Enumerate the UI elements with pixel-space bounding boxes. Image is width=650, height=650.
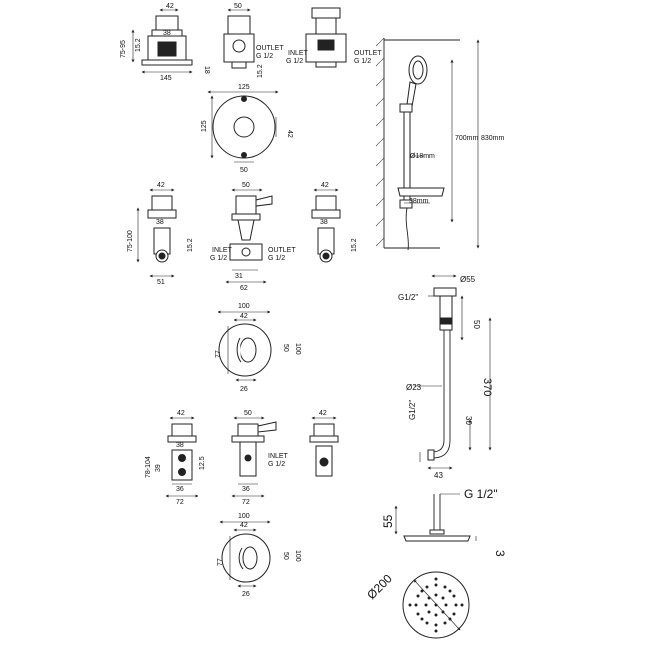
row1-right-outlet-label: OUTLET [354,50,382,57]
row2-valve-right: 42 38 15.2 [311,182,358,263]
dim-rail-length: 700mm [455,135,479,142]
dim-row1-left-depth: 18 [203,66,210,74]
row3-mid-inlet-size: G 1/2 [268,461,285,468]
row2-mid-outlet-label: OUTLET [268,247,296,254]
row3-mid-inlet-label: INLET [268,453,289,460]
dim-rail-shelf-depth: 38mm [409,198,429,205]
row3-valve-left: 42 38 78-104 39 12.5 36 72 [145,410,206,506]
dim-row3-left-side-inner: 39 [155,464,162,472]
dim-row2-left-inner: 38 [156,219,164,226]
dim-row3-left-right: 12.5 [199,456,206,470]
row2-mid-outlet-size: G 1/2 [268,255,285,262]
dim-arm-pipe-dia: Ø23 [406,383,422,392]
dim-plate-lever-right: 100 [294,343,301,355]
row1-valve-left: 42 38 75-95 15.2 145 18 [120,3,210,82]
dim-row2-right-inner: 38 [320,219,328,226]
row3-valve-mid: 50 INLET G 1/2 36 72 [231,410,289,506]
dim-rail-tube-dia: Ø18mm [410,153,435,160]
dim-row2-left-bottom: 51 [157,279,165,286]
row1-right-outlet-size: G 1/2 [354,58,371,65]
dim-plate-small-bottom: 26 [242,591,250,598]
dim-plate-round-bottom: 50 [240,167,248,174]
dim-row2-left-right: 15.2 [187,238,194,252]
dim-row3-left-top: 42 [177,410,185,417]
dim-row1-left-base: 145 [160,75,172,82]
dim-row2-right-top: 42 [321,182,329,189]
dim-plate-small-top: 100 [238,513,250,520]
dim-row3-left-inner: 38 [176,442,184,449]
row1-mid-outlet-label: OUTLET [256,45,284,52]
dim-plate-round-left: 125 [201,120,208,132]
row2-valve-left: 42 38 75-100 15.2 51 [127,182,194,286]
row2-mid-inlet-label: INLET [212,247,233,254]
dim-row2-mid-inner-bottom: 31 [235,273,243,280]
dim-arm-elbow-drop: 30 [464,416,473,425]
shower-arm: Ø55 G1/2" 50 Ø23 G1/2" 370 30 43 [398,274,493,480]
row1-valve-right: INLET G 1/2 OUTLET G 1/2 [286,7,382,68]
dim-plate-round-top: 125 [238,84,250,91]
shower-head: G 1/2" 55 3 [364,487,507,639]
row1-mid-outlet-size: G 1/2 [256,53,273,60]
dim-row3-left-side: 78-104 [145,456,152,478]
lever-plate: 100 42 77 50 100 26 [215,303,301,393]
dim-row3-mid-bottom: 72 [242,499,250,506]
dim-row3-mid-inner-bottom: 36 [242,486,250,493]
dim-plate-lever-inner-top: 42 [240,313,248,320]
dim-head-connector: 55 [381,514,395,528]
dim-row3-mid-top: 50 [244,410,252,417]
wall-hatch [375,37,385,247]
dim-plate-lever-right-inner: 50 [282,344,289,352]
row2-mid-inlet-size: G 1/2 [210,255,227,262]
dim-plate-lever-top: 100 [238,303,250,310]
dim-row3-right-top: 42 [319,410,327,417]
dim-row1-left-top: 42 [166,3,174,10]
dim-plate-round-right: 42 [286,130,293,138]
dim-rail-total: 830mm [481,135,505,142]
dim-row2-left-side: 75-100 [127,230,134,252]
round-plate: 125 125 42 50 [201,84,293,174]
dim-row1-left-side: 75-95 [120,40,127,58]
dim-row2-left-top: 42 [157,182,165,189]
dim-row2-mid-bottom: 62 [240,285,248,292]
row1-right-inlet-label: INLET [288,50,309,57]
dim-arm-length: 370 [481,378,493,396]
dim-arm-flange-height: 50 [472,320,481,329]
dim-plate-small-left: 77 [217,558,224,566]
dim-row3-left-inner-bottom: 36 [176,486,184,493]
dim-row2-mid-top: 50 [242,182,250,189]
row2-valve-mid: 50 INLET G 1/2 OUTLET G 1/2 31 62 [210,182,296,292]
dim-arm-outlet-reach: 43 [434,471,443,480]
dim-row3-left-bottom: 72 [176,499,184,506]
dim-plate-small-right-inner: 50 [282,552,289,560]
dim-plate-small-right: 100 [294,550,301,562]
dim-row1-mid-bottom: 15.2 [257,64,264,78]
slide-rail-kit: Ø18mm 38mm 700mm 830mm [375,37,505,251]
dim-row1-left-side-inner: 15.2 [135,38,142,52]
dim-arm-thread: G1/2" [398,293,418,302]
dim-head-thickness: 3 [493,550,507,557]
dim-head-diameter: Ø200 [364,571,395,602]
dim-plate-lever-bottom: 26 [240,386,248,393]
row1-right-inlet-size: G 1/2 [286,58,303,65]
dim-arm-elbow-thread: G1/2" [408,400,417,420]
dim-row1-mid-top: 50 [234,3,242,10]
dim-row1-left-inner: 38 [163,30,171,37]
dim-head-thread: G 1/2" [464,487,498,501]
dim-plate-lever-left: 77 [215,350,222,358]
row1-valve-mid: 50 OUTLET G 1/2 15.2 [223,3,284,78]
dim-arm-flange-dia: Ø55 [460,275,476,284]
dim-plate-small-inner-top: 42 [240,522,248,529]
lever-plate-small: 100 42 77 50 100 26 [217,513,301,598]
dim-row2-right-side: 15.2 [351,238,358,252]
row3-valve-right: 42 [309,410,339,477]
